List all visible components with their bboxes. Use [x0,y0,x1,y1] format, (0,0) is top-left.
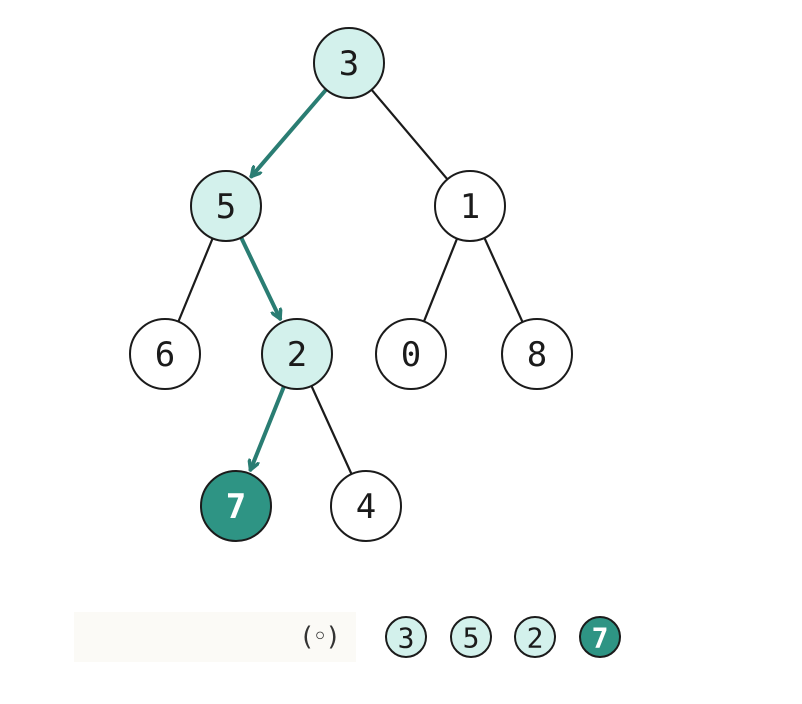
node-label: 3 [339,44,359,84]
node-circle [330,470,402,542]
path-step-circle [450,616,492,658]
node-label: 2 [287,335,307,375]
path-arrow-5-2 [238,233,280,321]
node-circle [501,318,573,390]
path-step-circle [514,616,556,658]
tree-node-0: 0 [375,318,447,390]
node-circle [313,27,385,99]
tree-node-2: 2 [261,318,333,390]
path-row-highlight [74,612,356,662]
edge-1-8 [482,235,525,325]
node-circle [261,318,333,390]
path-arrow-2-7 [251,382,287,472]
edges-layer [176,86,525,478]
node-circle [190,170,262,242]
node-label: 4 [356,487,376,527]
node-circle [200,470,272,542]
node-label: 7 [226,487,246,527]
node-label: 5 [216,187,236,227]
face-icon: (◦) [302,622,338,652]
path-step-2: 2 [514,616,556,658]
path-step-7: 7 [579,616,621,658]
edge-5-6 [176,235,215,325]
tree-node-6: 6 [129,318,201,390]
node-circle [434,170,506,242]
path-step-label: 7 [592,622,609,655]
path-arrow-3-5 [249,86,330,179]
path-step-5: 5 [450,616,492,658]
edge-2-4 [309,382,354,478]
tree-node-1: 1 [434,170,506,242]
node-label: 1 [460,187,480,227]
node-label: 0 [401,335,421,375]
path-sequence-row: (◦) 3 5 2 7 [74,612,621,662]
edge-3-1 [369,87,450,182]
tree-node-8: 8 [501,318,573,390]
path-step-circle [385,616,427,658]
path-step-label: 3 [398,622,415,655]
tree-node-5: 5 [190,170,262,242]
tree-node-4: 4 [330,470,402,542]
edge-1-0 [422,235,459,325]
tree-node-3: 3 [313,27,385,99]
node-circle [375,318,447,390]
path-step-circle [579,616,621,658]
node-label: 6 [155,335,175,375]
nodes-layer: 3 5 1 6 2 0 8 7 4 [129,27,573,542]
node-circle [129,318,201,390]
path-step-label: 2 [527,622,544,655]
path-step-3: 3 [385,616,427,658]
path-step-label: 5 [463,622,480,655]
node-label: 8 [527,335,547,375]
tree-node-7: 7 [200,470,272,542]
path-row-items: 3 5 2 7 [385,616,621,658]
